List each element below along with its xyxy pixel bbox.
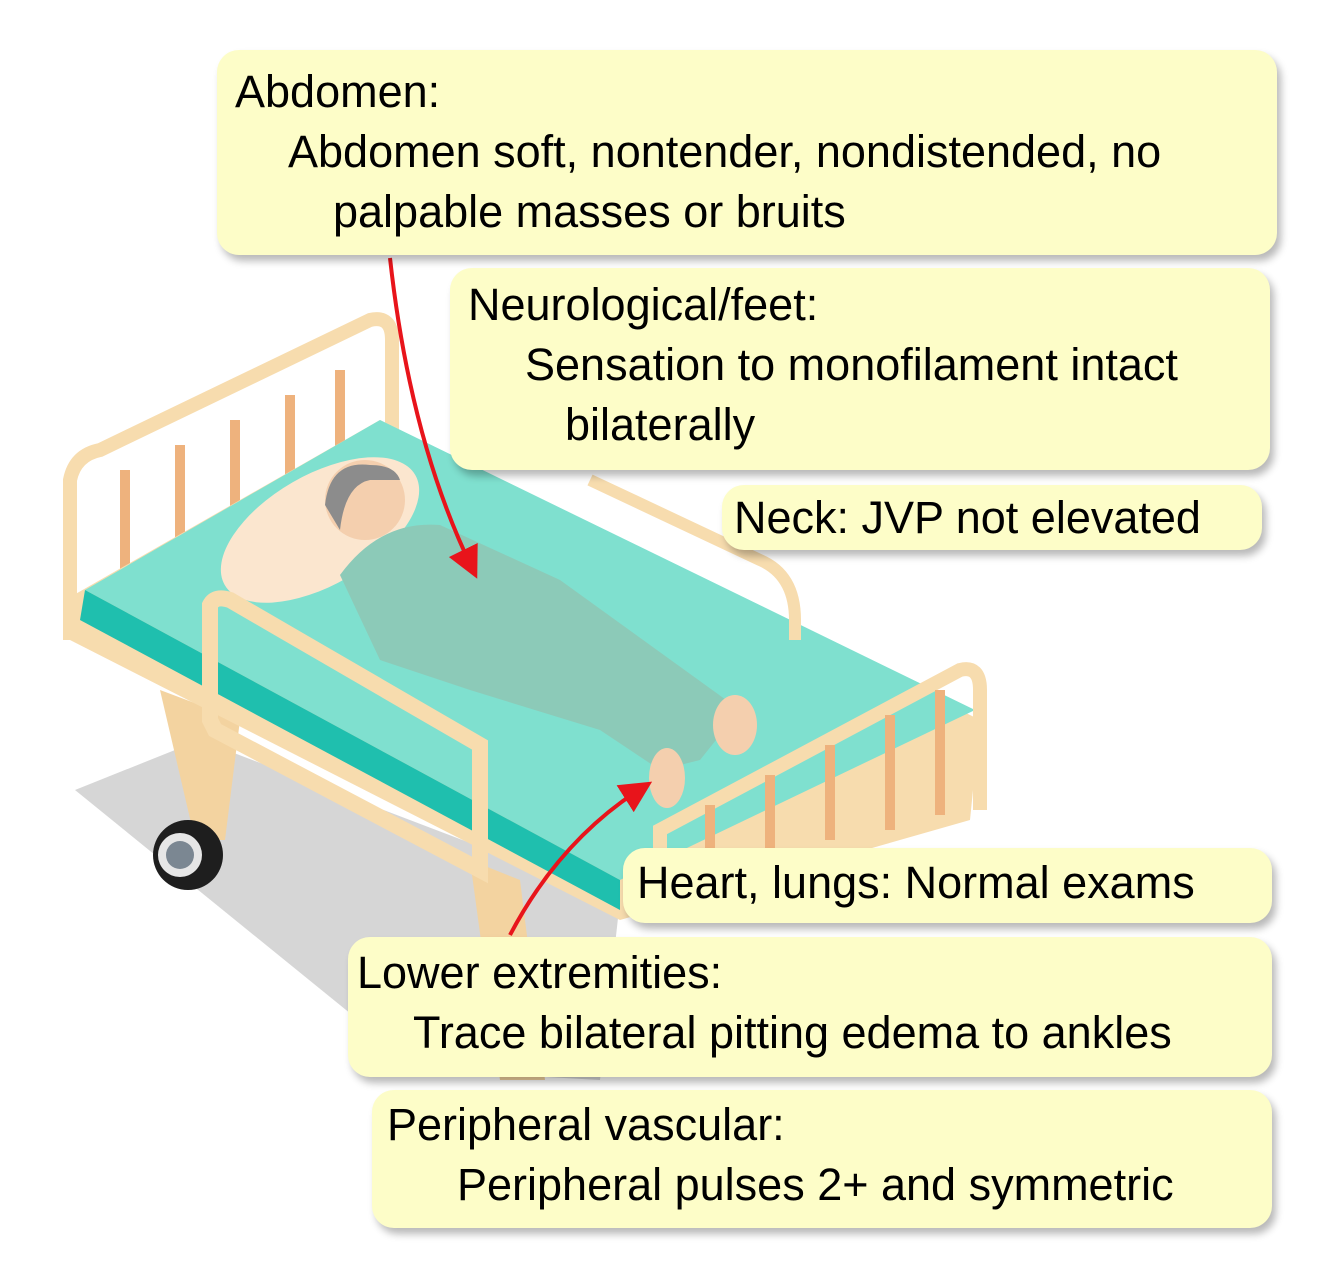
lower-line1: Trace bilateral pitting edema to ankles xyxy=(413,1007,1172,1058)
patient-body xyxy=(340,524,740,770)
foot-rail xyxy=(653,662,987,850)
callout-abdomen: Abdomen: Abdomen soft, nontender, nondis… xyxy=(217,50,1277,255)
neuro-line1: Sensation to monofilament intact xyxy=(525,339,1178,390)
callout-lower-extremities: Lower extremities: Trace bilateral pitti… xyxy=(348,937,1272,1077)
abdomen-heading: Abdomen: xyxy=(235,66,441,117)
patient-foot xyxy=(713,695,757,755)
arrow-abdomen xyxy=(388,257,478,579)
callout-heart-lungs: Heart, lungs: Normal exams xyxy=(623,848,1272,923)
callout-neck: Neck: JVP not elevated xyxy=(722,485,1262,550)
head-rail xyxy=(63,312,399,640)
callout-neurological: Neurological/feet: Sensation to monofila… xyxy=(450,268,1270,470)
lower-heading: Lower extremities: xyxy=(357,947,723,998)
side-rail xyxy=(202,590,488,884)
abdomen-line2: palpable masses or bruits xyxy=(333,186,846,237)
arrow-lower-extremities xyxy=(508,781,653,936)
neck-text: Neck: JVP not elevated xyxy=(734,492,1201,543)
patient-foot xyxy=(649,748,685,808)
callout-peripheral-vascular: Peripheral vascular: Peripheral pulses 2… xyxy=(372,1090,1272,1228)
peripheral-line1: Peripheral pulses 2+ and symmetric xyxy=(457,1159,1174,1210)
abdomen-line1: Abdomen soft, nontender, nondistended, n… xyxy=(288,126,1162,177)
peripheral-heading: Peripheral vascular: xyxy=(387,1099,785,1150)
neuro-heading: Neurological/feet: xyxy=(468,279,819,330)
neuro-line2: bilaterally xyxy=(565,399,756,450)
heart-text: Heart, lungs: Normal exams xyxy=(637,857,1195,908)
